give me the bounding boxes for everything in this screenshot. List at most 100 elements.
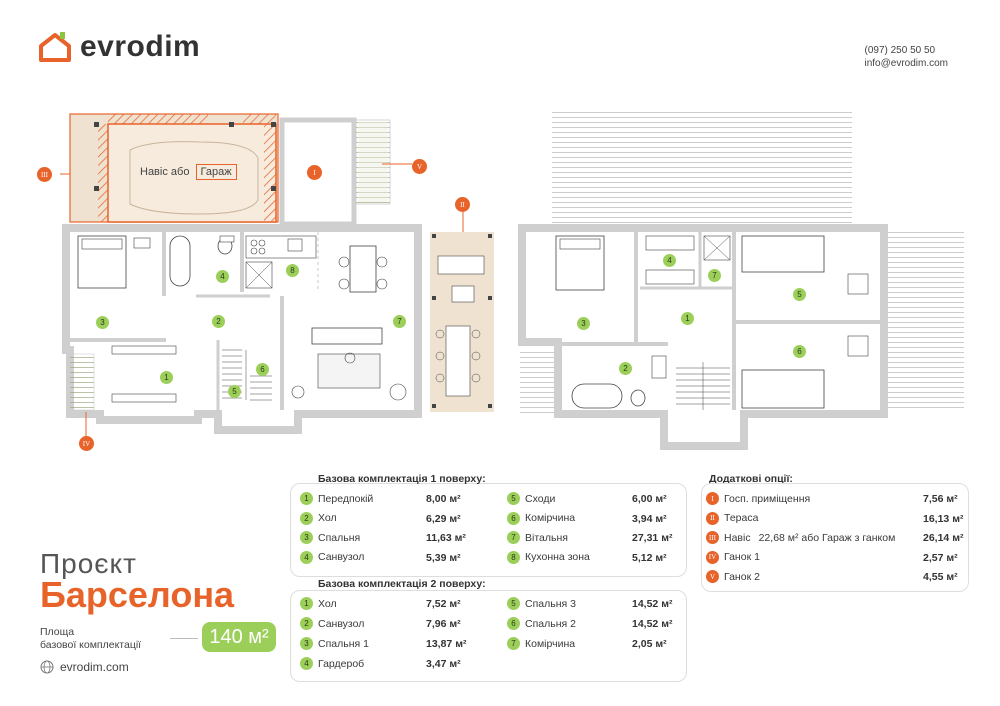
- room-name: Спальня 1: [318, 637, 369, 650]
- room-marker-6[interactable]: 6: [256, 363, 269, 376]
- website-link[interactable]: evrodim.com: [40, 660, 129, 674]
- room-name: Сходи: [525, 492, 556, 505]
- room-number-badge: 4: [300, 657, 313, 670]
- house-logo-icon: [39, 32, 71, 62]
- room-number-badge: 1: [300, 492, 313, 505]
- spec-row: 5 Сходи: [507, 492, 555, 505]
- room-marker-7[interactable]: 7: [393, 315, 406, 328]
- room-number-badge: 3: [300, 637, 313, 650]
- spec-row: 2 Хол: [300, 511, 337, 525]
- option-number-badge: III: [706, 531, 719, 544]
- room-marker-2[interactable]: 2: [212, 315, 225, 328]
- canopy-label: Навіс або Гараж: [140, 164, 237, 180]
- email-address[interactable]: info@evrodim.com: [864, 58, 948, 69]
- options-box: [701, 483, 969, 592]
- project-name: Барселона: [40, 574, 235, 615]
- room-name: Гардероб: [318, 657, 365, 670]
- option-row: III Навіс 22,68 м² або Гараж з ганком: [706, 531, 895, 544]
- room-area: 7,52 м²: [426, 598, 461, 610]
- room-number-badge: 3: [300, 531, 313, 544]
- area-divider: [170, 638, 198, 639]
- room-area: 6,00 м²: [632, 493, 667, 505]
- garage-label-box: Гараж: [195, 164, 237, 180]
- room-marker-5[interactable]: 5: [228, 385, 241, 398]
- option-name: Ганок 1: [724, 551, 760, 563]
- room-number-badge: 5: [507, 492, 520, 505]
- room-marker-3[interactable]: 3: [577, 317, 590, 330]
- option-area: 16,13 м²: [923, 512, 964, 525]
- option-name: Ганок 2: [724, 570, 760, 583]
- room-name: Передпокій: [318, 492, 374, 505]
- room-area: 7,96 м²: [426, 618, 461, 630]
- room-number-badge: 6: [507, 617, 520, 630]
- spec-row: 8 Кухонна зона: [507, 550, 590, 564]
- option-marker-V[interactable]: V: [412, 159, 427, 174]
- room-area: 13,87 м²: [426, 638, 467, 650]
- room-area: 6,29 м²: [426, 512, 461, 525]
- room-area: 2,05 м²: [632, 638, 667, 650]
- canopy-label-text: Навіс або: [140, 166, 190, 178]
- room-number-badge: 1: [300, 597, 313, 610]
- option-area: 7,56 м²: [923, 493, 958, 505]
- room-marker-6[interactable]: 6: [793, 345, 806, 358]
- phone-number[interactable]: (097) 250 50 50: [864, 45, 936, 56]
- project-word: Проєкт: [40, 548, 137, 579]
- option-marker-IV[interactable]: IV: [79, 436, 94, 451]
- option-name: Навіс: [724, 531, 751, 544]
- room-number-badge: 7: [507, 637, 520, 650]
- option-number-badge: I: [706, 492, 719, 505]
- room-number-badge: 2: [300, 511, 313, 525]
- floor-2-spec-box: [290, 590, 687, 682]
- spec-row: 7 Вітальня: [507, 531, 568, 544]
- room-number-badge: 5: [507, 597, 520, 610]
- room-name: Комірчина: [525, 512, 576, 524]
- room-number-badge: 7: [507, 531, 520, 544]
- room-marker-1[interactable]: 1: [681, 312, 694, 325]
- floor-1-plan: [60, 113, 494, 436]
- floor-plans: [60, 112, 964, 450]
- area-label-line-1: Площа: [40, 626, 75, 638]
- room-marker-8[interactable]: 8: [286, 264, 299, 277]
- options-title: Додаткові опції:: [709, 473, 793, 485]
- room-area: 3,94 м²: [632, 512, 667, 525]
- room-marker-2[interactable]: 2: [619, 362, 632, 375]
- option-name: Госп. приміщення: [724, 492, 811, 505]
- room-marker-3[interactable]: 3: [96, 316, 109, 329]
- brand-name: evrodim: [80, 30, 201, 63]
- option-area: 4,55 м²: [923, 571, 958, 583]
- option-area: 26,14 м²: [923, 532, 964, 544]
- room-marker-7[interactable]: 7: [708, 269, 721, 282]
- room-marker-1[interactable]: 1: [160, 371, 173, 384]
- option-marker-III[interactable]: III: [37, 167, 52, 182]
- room-name: Кухонна зона: [525, 551, 590, 563]
- floor-2-plan: [518, 112, 964, 450]
- option-marker-I[interactable]: I: [307, 165, 322, 180]
- option-name: Тераса: [724, 512, 759, 524]
- room-area: 8,00 м²: [426, 493, 461, 505]
- room-marker-5[interactable]: 5: [793, 288, 806, 301]
- option-area: 2,57 м²: [923, 551, 958, 564]
- area-label-line-2: базової комплектації: [40, 639, 142, 651]
- spec-row: 4 Гардероб: [300, 657, 364, 670]
- room-number-badge: 4: [300, 550, 313, 564]
- room-number-badge: 8: [507, 550, 520, 564]
- room-area: 5,12 м²: [632, 551, 667, 564]
- room-name: Хол: [318, 512, 337, 524]
- globe-icon: [40, 660, 54, 674]
- room-name: Санвузол: [318, 551, 365, 563]
- room-marker-4[interactable]: 4: [663, 254, 676, 267]
- room-marker-4[interactable]: 4: [216, 270, 229, 283]
- room-name: Вітальня: [525, 531, 568, 544]
- option-marker-II[interactable]: II: [455, 197, 470, 212]
- option-extra: 22,68 м² або Гараж з ганком: [758, 531, 896, 544]
- spec-row: 4 Санвузол: [300, 550, 365, 564]
- brand-logo[interactable]: evrodim: [38, 30, 200, 64]
